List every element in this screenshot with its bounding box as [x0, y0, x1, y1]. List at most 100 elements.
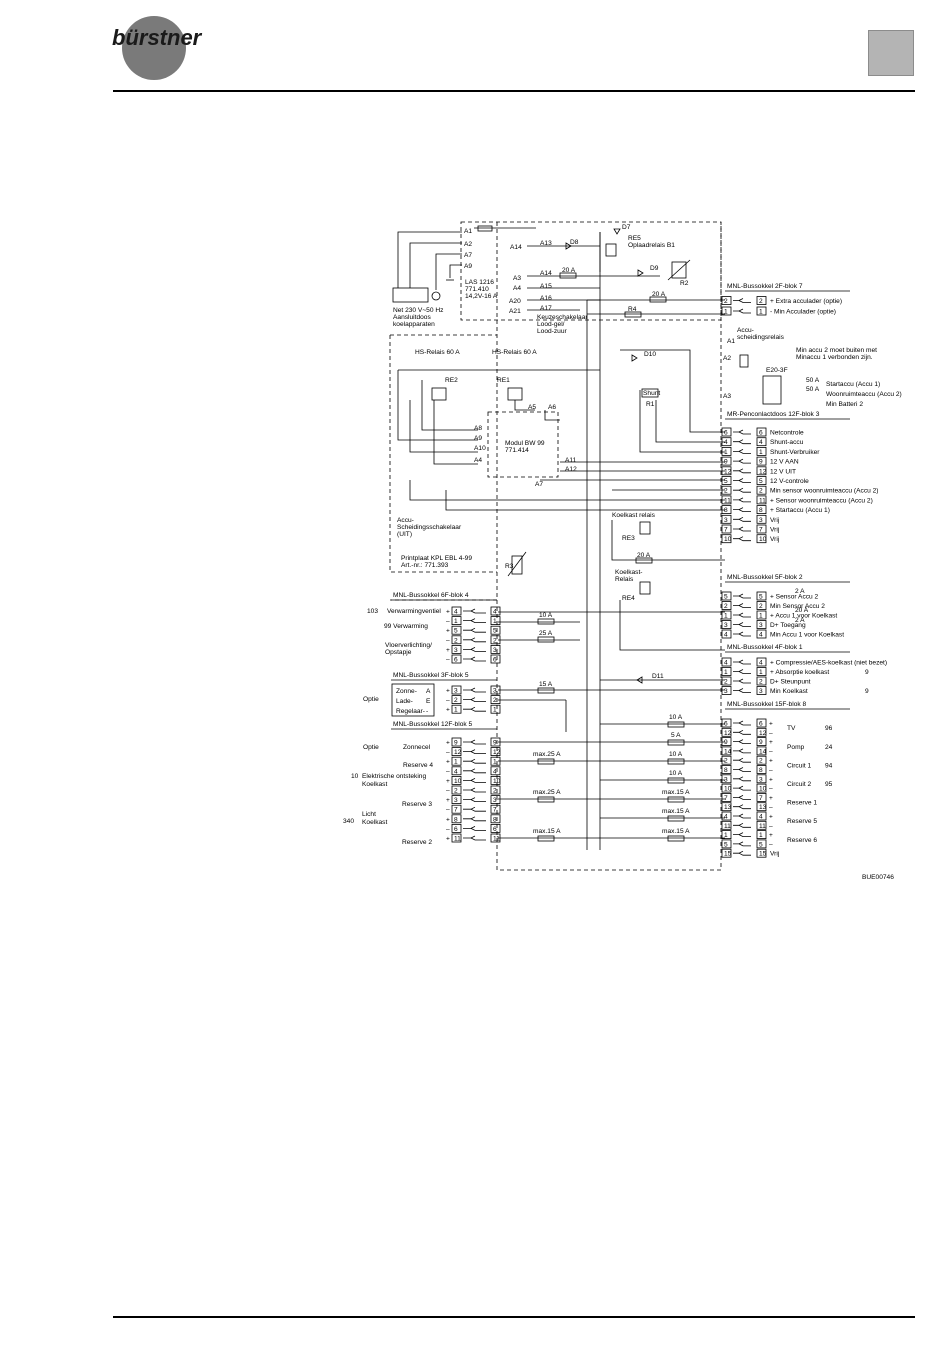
- pin-box: [756, 746, 767, 756]
- pin-box: [756, 755, 767, 765]
- pin-number: 4: [493, 609, 497, 616]
- group-label: Reserve 6: [787, 837, 817, 844]
- las-enclosure: [460, 221, 722, 321]
- buerstner-logo: bürstner: [112, 16, 203, 80]
- pin-box: [721, 306, 732, 316]
- pin-box: [756, 783, 767, 793]
- pin-number: 11: [454, 836, 461, 843]
- pin-box: [756, 534, 767, 544]
- block-title: MNL-Bussokkel 6F-blok 4: [393, 592, 469, 599]
- terminal-a14-left: A14: [510, 244, 522, 251]
- pin-number: 10: [454, 778, 462, 785]
- label-a2: A2: [723, 355, 731, 362]
- pin-number: 10: [724, 786, 732, 793]
- relay-re3: [639, 521, 651, 535]
- pin-number: 1: [724, 669, 728, 676]
- label-verwarming: 99 Verwarming: [384, 623, 428, 630]
- mains-socket-box: [392, 287, 429, 303]
- label-max25-1: max.25 A: [533, 751, 561, 758]
- label-fuse-2a-2: 2 A: [795, 617, 805, 624]
- pin-number: 3: [759, 776, 763, 783]
- label-a3: A3: [723, 393, 731, 400]
- pin-number: 5: [493, 628, 497, 635]
- pin-number: 9: [724, 739, 728, 746]
- pin-link: [733, 729, 751, 735]
- pin-link: [733, 813, 751, 819]
- pin-description: + Startaccu (Accu 1): [770, 507, 830, 514]
- pin-box: [756, 820, 767, 830]
- pin-number: 14: [759, 748, 767, 755]
- pin-link: [463, 627, 486, 633]
- label-lade: Lade-: [396, 698, 413, 705]
- terminal-a15: A15: [540, 283, 552, 290]
- pin-number: 2: [759, 603, 763, 610]
- pin-box: [721, 839, 732, 849]
- accu-switch-1: Accu-: [397, 517, 414, 524]
- block-title: MR-Penconlactdoos 12F-blok 3: [727, 411, 820, 418]
- pin-number: 11: [724, 823, 731, 830]
- terminal-a3: A3: [513, 275, 521, 282]
- fuse-50a-2: 50 A: [806, 386, 820, 393]
- pin-link: [733, 678, 751, 684]
- label-a7: A7: [535, 481, 543, 488]
- pin-number: 2: [759, 488, 763, 495]
- label-re5-name: Oplaadrelais B1: [628, 242, 675, 249]
- pin-link: [463, 787, 486, 793]
- pin-number: 7: [454, 807, 458, 814]
- pin-link: [733, 507, 751, 512]
- pin-link: [463, 739, 486, 745]
- pin-number: 3: [493, 797, 497, 804]
- group-label: Reserve 5: [787, 818, 817, 825]
- fuse-20a-koelkast: [635, 557, 653, 564]
- pin-box: [721, 718, 732, 728]
- label-a11: A11: [565, 457, 577, 464]
- mains-line2: Aansluitdoos: [393, 314, 431, 321]
- pin-number: 6: [759, 430, 763, 437]
- pin-number: 4: [724, 632, 728, 639]
- pin-box: [721, 727, 732, 737]
- pin-number: 12: [759, 730, 767, 737]
- polarity-minus: –: [769, 841, 773, 848]
- e20-connector: [762, 375, 782, 405]
- las-rating: 14,2V-16 A: [465, 293, 498, 300]
- side-a: A: [426, 688, 431, 695]
- pin-box: [721, 802, 732, 812]
- pin-link: [733, 631, 751, 637]
- pin-box: [721, 296, 732, 305]
- header-rule: [113, 90, 915, 92]
- label-vloerverlichting: Vloerverlichting/: [385, 642, 432, 649]
- pin-link: [733, 795, 751, 800]
- block-title: MNL-Bussokkel 4F-blok 1: [727, 644, 803, 651]
- pin-link: [463, 816, 486, 822]
- pin-number: 9: [759, 459, 763, 466]
- pin-box: [756, 676, 767, 686]
- label-d10: D10: [644, 351, 656, 358]
- pin-link: [733, 612, 751, 618]
- pin-number: 2: [724, 298, 728, 305]
- pin-link: [463, 826, 486, 831]
- internal-wiring: [397, 232, 725, 850]
- ebl-left-enclosure: [389, 335, 497, 573]
- pin-box: [721, 820, 732, 830]
- pin-link: [733, 739, 751, 744]
- label-d8: D8: [570, 239, 579, 246]
- label-fuse-25a: 25 A: [539, 630, 553, 637]
- pin-link: [463, 647, 486, 652]
- pin-box: [756, 437, 767, 447]
- pin-box: [756, 667, 767, 676]
- pin-box: [721, 686, 732, 695]
- label-fuse-20a-mid: 20 A: [652, 291, 666, 298]
- label-zonnecel: Zonnecel: [403, 744, 431, 751]
- pin-number: 13: [759, 804, 767, 811]
- polarity-plus: +: [769, 795, 773, 802]
- label-a9: A9: [474, 435, 482, 442]
- r2-slash: [667, 259, 691, 281]
- pin-description: Min Sensor Accu 2: [770, 603, 825, 610]
- pin-box: [756, 737, 767, 746]
- polarity-sign: +: [446, 707, 450, 714]
- group-label: Pomp: [787, 744, 805, 751]
- label-fuse-5a: 5 A: [671, 732, 681, 739]
- pin-link: [733, 487, 751, 493]
- resistor-r2: [671, 261, 687, 279]
